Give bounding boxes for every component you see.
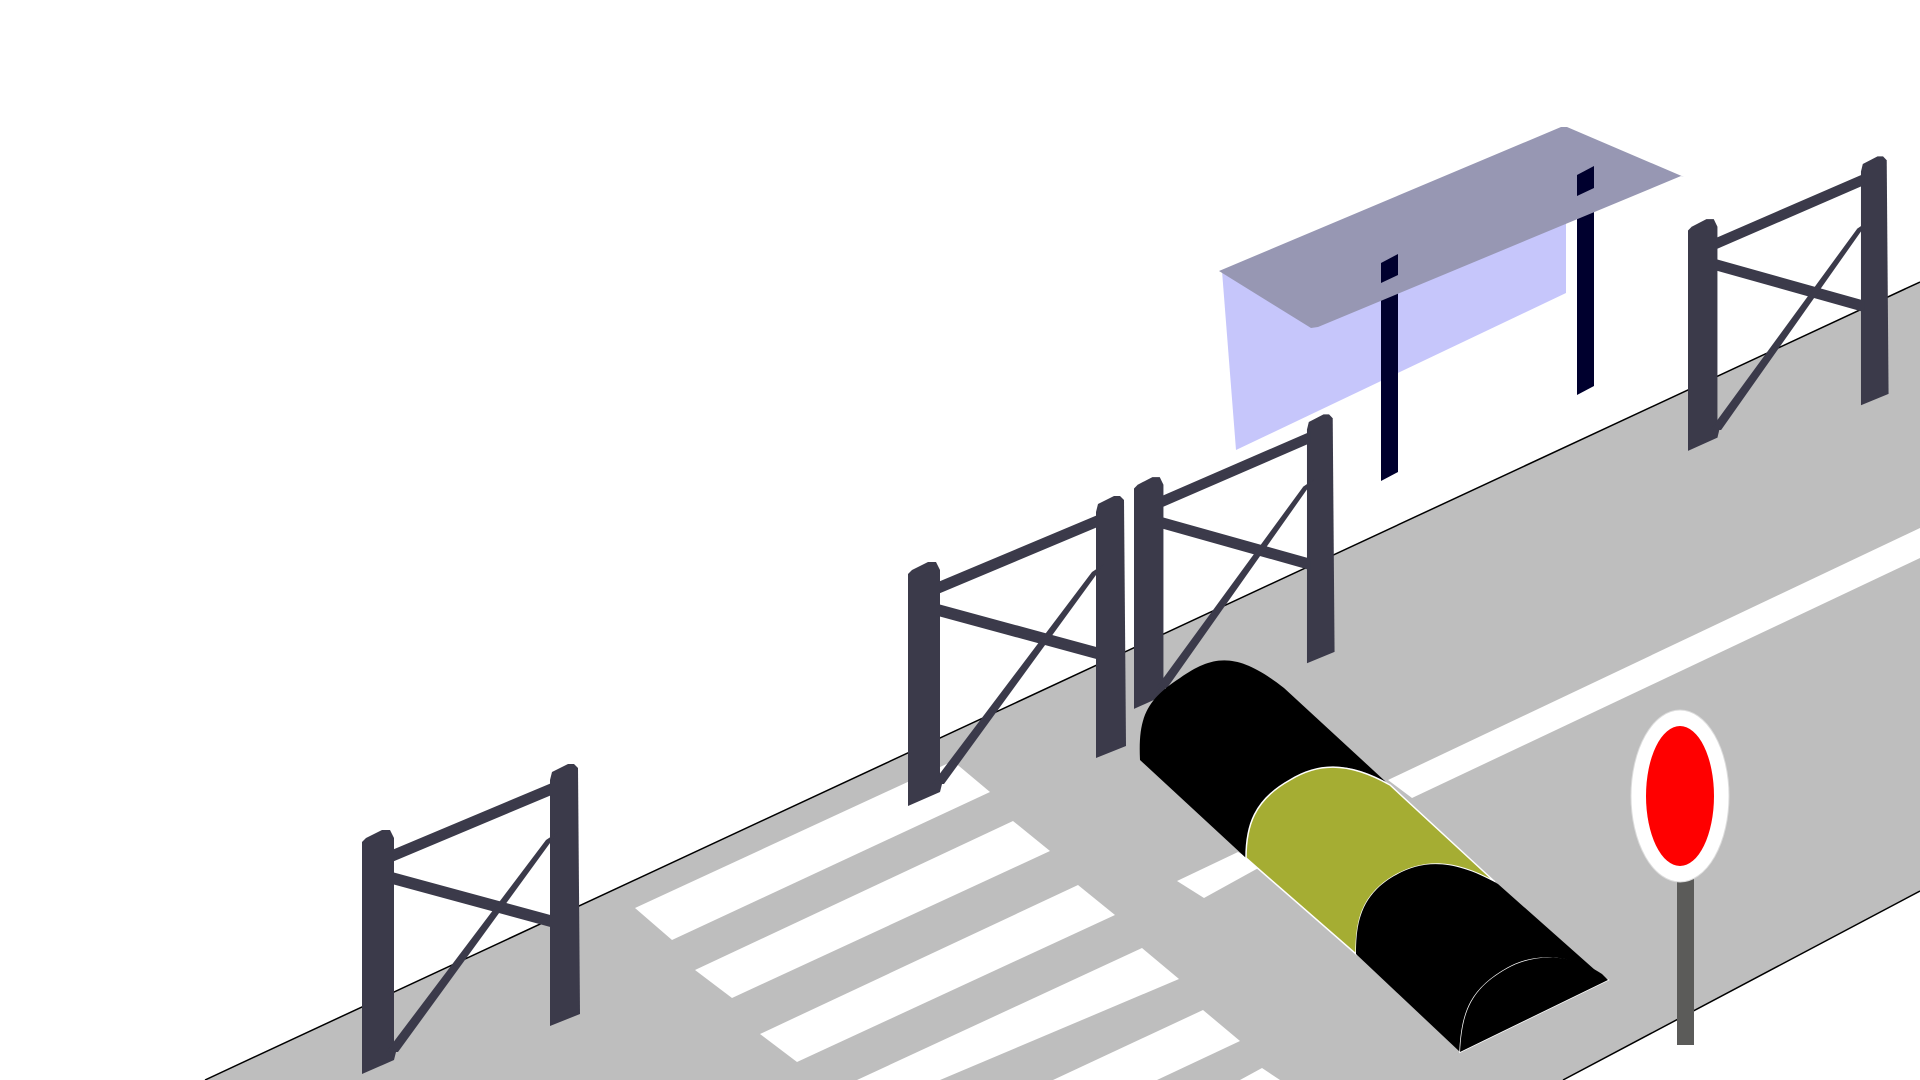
speed-bump-end-cap <box>1460 957 1608 1052</box>
lane-divider <box>1388 528 1920 798</box>
crosswalk-stripe <box>1053 1010 1240 1080</box>
lane-divider-segment <box>1177 852 1262 898</box>
shelter-post-top <box>1577 166 1594 196</box>
speed-bump-segment-dark <box>1356 864 1604 1052</box>
crosswalk-stripe <box>1240 1068 1280 1080</box>
sign-red-disc <box>1646 726 1714 866</box>
shelter-post <box>1381 254 1398 481</box>
road-far-edge <box>204 281 1920 1080</box>
crosswalk <box>635 761 1280 1080</box>
crosswalk-stripe <box>635 761 990 940</box>
bus-shelter <box>1219 127 1684 481</box>
traffic-sign <box>1630 709 1730 1045</box>
sign-pole <box>1677 870 1694 1045</box>
crosswalk-stripe <box>760 885 1115 1062</box>
crosswalk-stripe <box>857 948 1179 1080</box>
shelter-post-top <box>1381 254 1398 283</box>
crosswalk-stripe <box>695 821 1050 998</box>
shelter-roof <box>1219 127 1684 328</box>
speed-bump-segment-dark <box>1139 660 1386 858</box>
speed-bump <box>1139 660 1610 1054</box>
shelter-post <box>1577 166 1594 395</box>
road-near-edge <box>1562 890 1920 1080</box>
